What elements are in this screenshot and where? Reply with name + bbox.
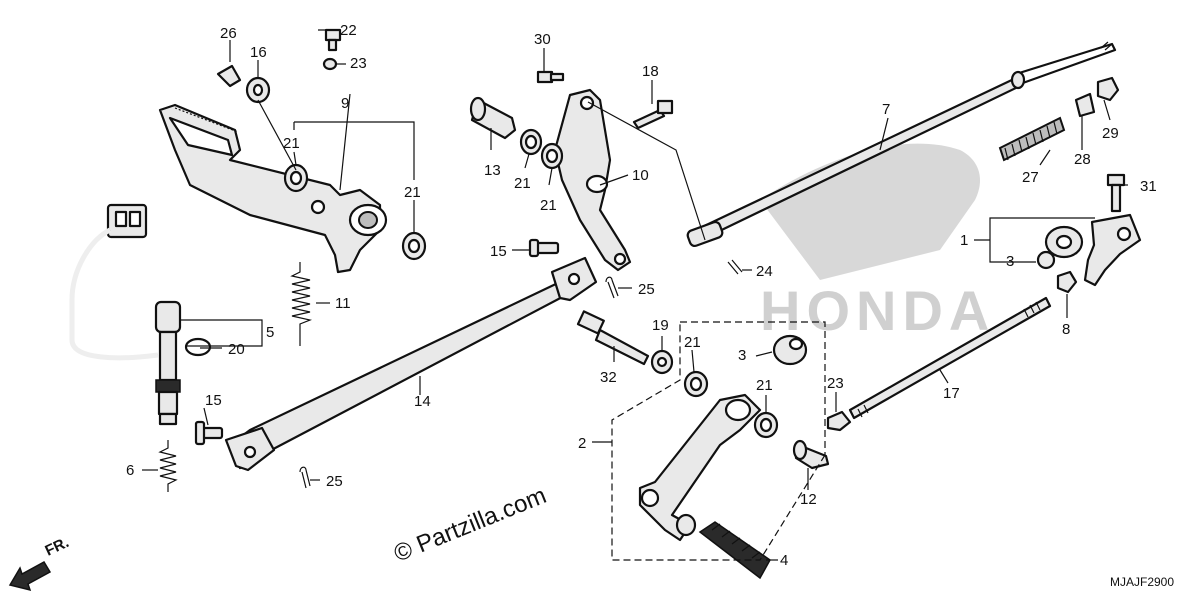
cotter-pin: [727, 259, 743, 275]
callout-30: 30: [534, 31, 551, 48]
diagram-code: MJAJF2900: [1110, 575, 1174, 589]
bolt-part: [594, 328, 650, 366]
callout-8: 8: [1062, 321, 1070, 338]
callout-18: 18: [642, 63, 659, 80]
callout-26: 26: [220, 25, 237, 42]
callout-15b: 15: [205, 392, 222, 409]
callout-4: 4: [780, 552, 788, 569]
nut-part: [322, 57, 338, 71]
callout-24: 24: [756, 263, 773, 280]
pivot-bolt: [469, 96, 517, 140]
callout-3a: 3: [738, 347, 746, 364]
shift-rod: [224, 256, 598, 472]
shift-arm: [553, 88, 632, 272]
callout-22: 22: [340, 22, 357, 39]
lower-rod: [848, 296, 1052, 420]
callout-21c: 21: [514, 175, 531, 192]
callout-16: 16: [250, 44, 267, 61]
shift-link-upper: [1036, 213, 1142, 287]
callout-17: 17: [943, 385, 960, 402]
leader-lines: [142, 29, 1128, 561]
callout-21d: 21: [540, 197, 557, 214]
nut-part: [1056, 270, 1078, 294]
callout-29: 29: [1102, 125, 1119, 142]
callout-21e: 21: [684, 334, 701, 351]
shift-pedal: [638, 393, 762, 542]
bolt-part: [324, 28, 342, 42]
callout-25a: 25: [638, 281, 655, 298]
front-direction-indicator: FR.: [8, 534, 72, 592]
clip-part: [216, 64, 242, 88]
callout-27: 27: [1022, 169, 1039, 186]
callout-23a: 23: [350, 55, 367, 72]
callout-10: 10: [632, 167, 649, 184]
callout-21b: 21: [404, 184, 421, 201]
callout-1: 1: [960, 232, 968, 249]
callout-11: 11: [335, 295, 351, 312]
callout-25b: 25: [326, 473, 343, 490]
ring-part: [184, 337, 212, 357]
pedal-rubber: [698, 521, 771, 580]
bolt-15-lower: [194, 420, 224, 446]
callout-20: 20: [228, 341, 245, 358]
brake-light-switch: [69, 203, 212, 426]
callout-9: 9: [341, 95, 349, 112]
brake-pedal: [158, 103, 388, 274]
callout-2: 2: [578, 435, 586, 452]
callout-15a: 15: [490, 243, 507, 260]
callout-23b: 23: [827, 375, 844, 392]
bolt-15-upper: [528, 238, 560, 258]
callout-3b: 3: [1006, 253, 1014, 270]
return-spring: [290, 262, 313, 346]
callout-7: 7: [882, 101, 890, 118]
assembly-outline-2: [611, 321, 826, 561]
front-label: FR.: [43, 534, 72, 560]
front-arrow-icon: [8, 560, 52, 592]
callout-21f: 21: [756, 377, 773, 394]
brand-mark-text: HONDA: [760, 279, 995, 342]
pivot-collar: [792, 439, 830, 470]
callout-6: 6: [126, 462, 134, 479]
callout-31: 31: [1140, 178, 1157, 195]
bolt-part: [1106, 173, 1126, 187]
callout-13: 13: [484, 162, 501, 179]
callout-32: 32: [600, 369, 617, 386]
callout-19: 19: [652, 317, 669, 334]
nut-part: [1096, 76, 1120, 102]
collar-part: [1074, 92, 1096, 118]
switch-spring: [158, 440, 178, 492]
callout-numbers: 26 16 22 23 9 21 21 11 5 20 6 15 14 15 2…: [126, 22, 1157, 569]
callout-28: 28: [1074, 151, 1091, 168]
callout-5: 5: [266, 324, 274, 341]
callout-21a: 21: [283, 135, 300, 152]
watermark-text: © Partzilla.com: [390, 482, 550, 568]
cotter-pin: [299, 466, 311, 489]
cotter-pin: [605, 276, 619, 299]
callout-12: 12: [800, 491, 817, 508]
nut-part: [826, 410, 852, 432]
callout-14: 14: [414, 393, 431, 410]
bolt-part: [632, 108, 666, 130]
